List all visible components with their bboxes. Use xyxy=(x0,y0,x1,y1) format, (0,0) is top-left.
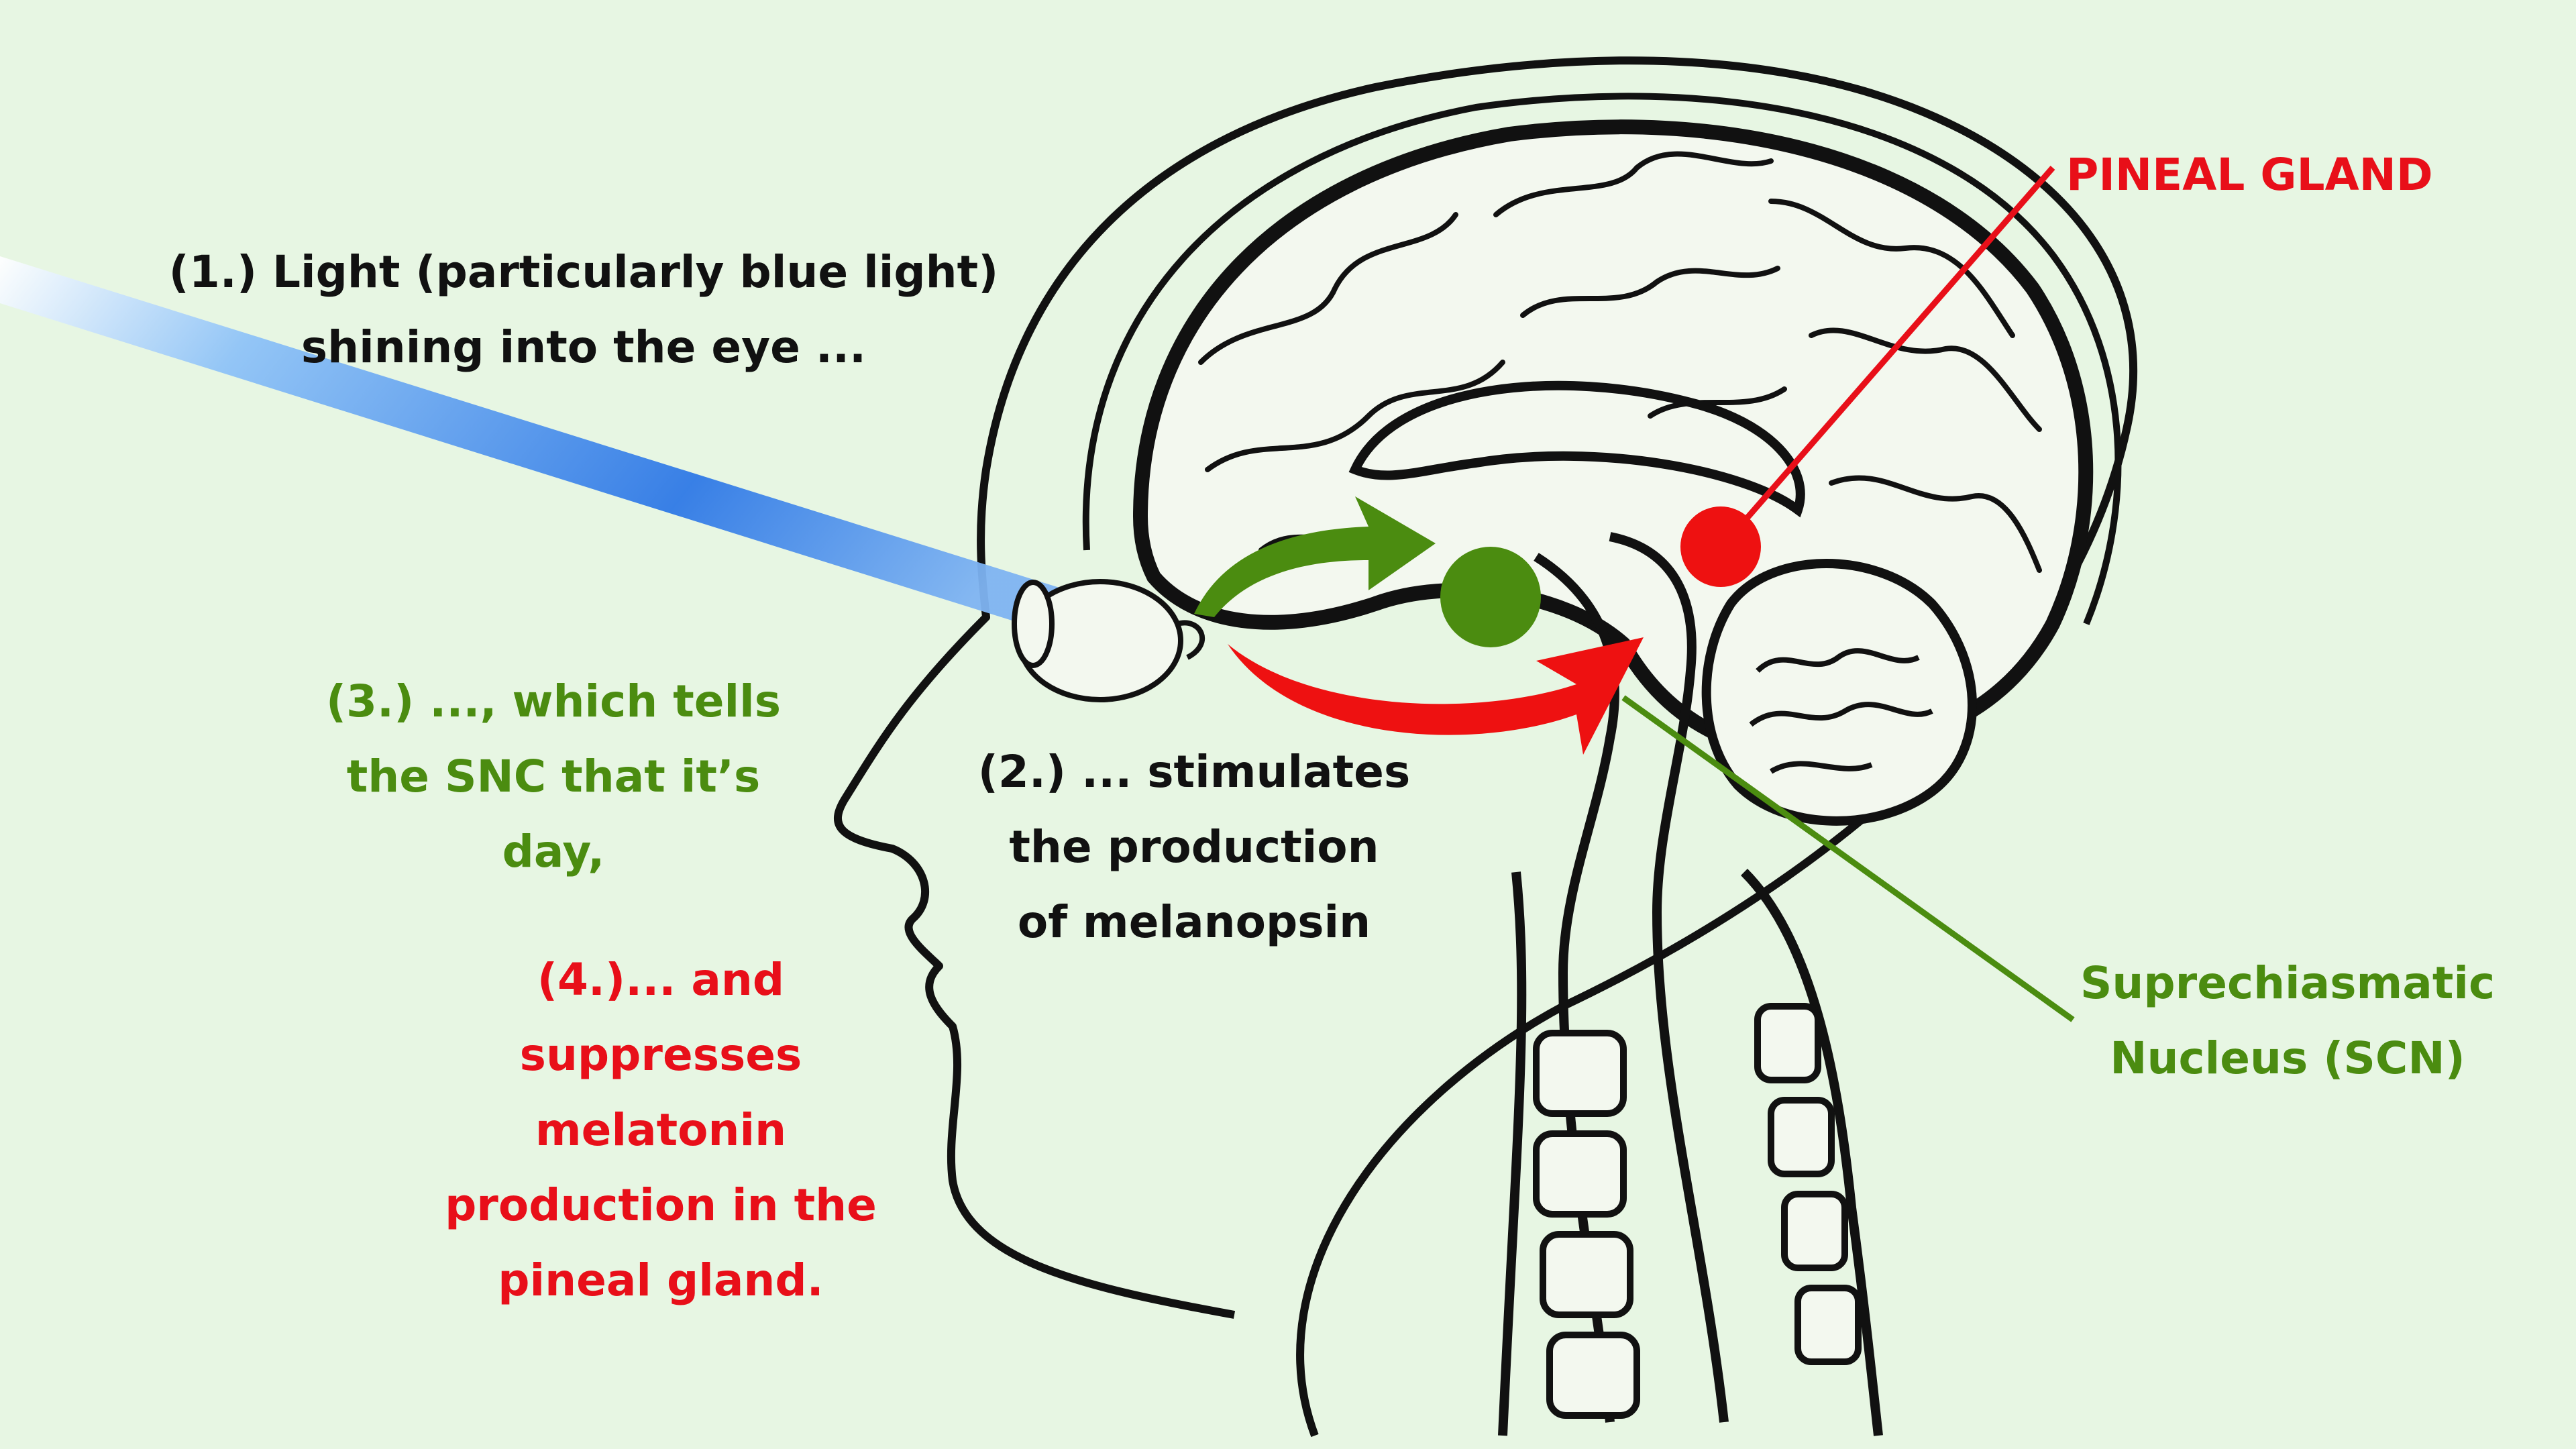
step2-label: (2.) ... stimulates the production of me… xyxy=(926,735,1462,960)
pineal-gland-label: PINEAL GLAND xyxy=(2066,149,2433,201)
step1-line2: shining into the eye ... xyxy=(301,321,867,373)
green-arrow xyxy=(1194,496,1436,617)
scn-line2: Nucleus (SCN) xyxy=(2110,1032,2465,1084)
blue-light-ray xyxy=(0,256,1154,661)
step4-label: (4.)... and suppresses melatonin product… xyxy=(402,943,919,1318)
step2-line3: of melanopsin xyxy=(1017,896,1371,948)
step4-line3: melatonin xyxy=(535,1104,787,1156)
step3-line1: (3.) ..., which tells xyxy=(325,676,782,727)
scn-line1: Suprechiasmatic xyxy=(2080,957,2496,1009)
scn-line xyxy=(1621,695,2075,1022)
step4-line4: production in the xyxy=(445,1179,877,1231)
step4-line5: pineal gland. xyxy=(498,1254,824,1306)
corpus-callosum xyxy=(1348,380,1805,518)
step4-line2: suppresses xyxy=(519,1029,802,1081)
red-arrow xyxy=(1228,637,1644,755)
eye-icon xyxy=(1012,579,1205,702)
step1-label: (1.) Light (particularly blue light) shi… xyxy=(154,235,1013,385)
step3-label: (3.) ..., which tells the SNC that it’s … xyxy=(282,664,825,890)
step2-line2: the production xyxy=(1009,821,1379,873)
pineal-marker xyxy=(1680,506,1761,587)
step4-line1: (4.)... and xyxy=(537,954,785,1006)
step3-line2: the SNC that it’s xyxy=(346,751,761,802)
step1-line1: (1.) Light (particularly blue light) xyxy=(168,246,999,298)
pineal-line xyxy=(1728,166,2055,539)
skull-outline xyxy=(1082,93,2122,625)
vertebrae xyxy=(1533,1003,1862,1419)
scn-marker xyxy=(1440,547,1541,647)
cerebellum xyxy=(1701,559,1977,826)
step3-line3: day, xyxy=(502,826,605,877)
scn-label: Suprechiasmatic Nucleus (SCN) xyxy=(2053,946,2522,1096)
step2-line1: (2.) ... stimulates xyxy=(977,746,1411,798)
